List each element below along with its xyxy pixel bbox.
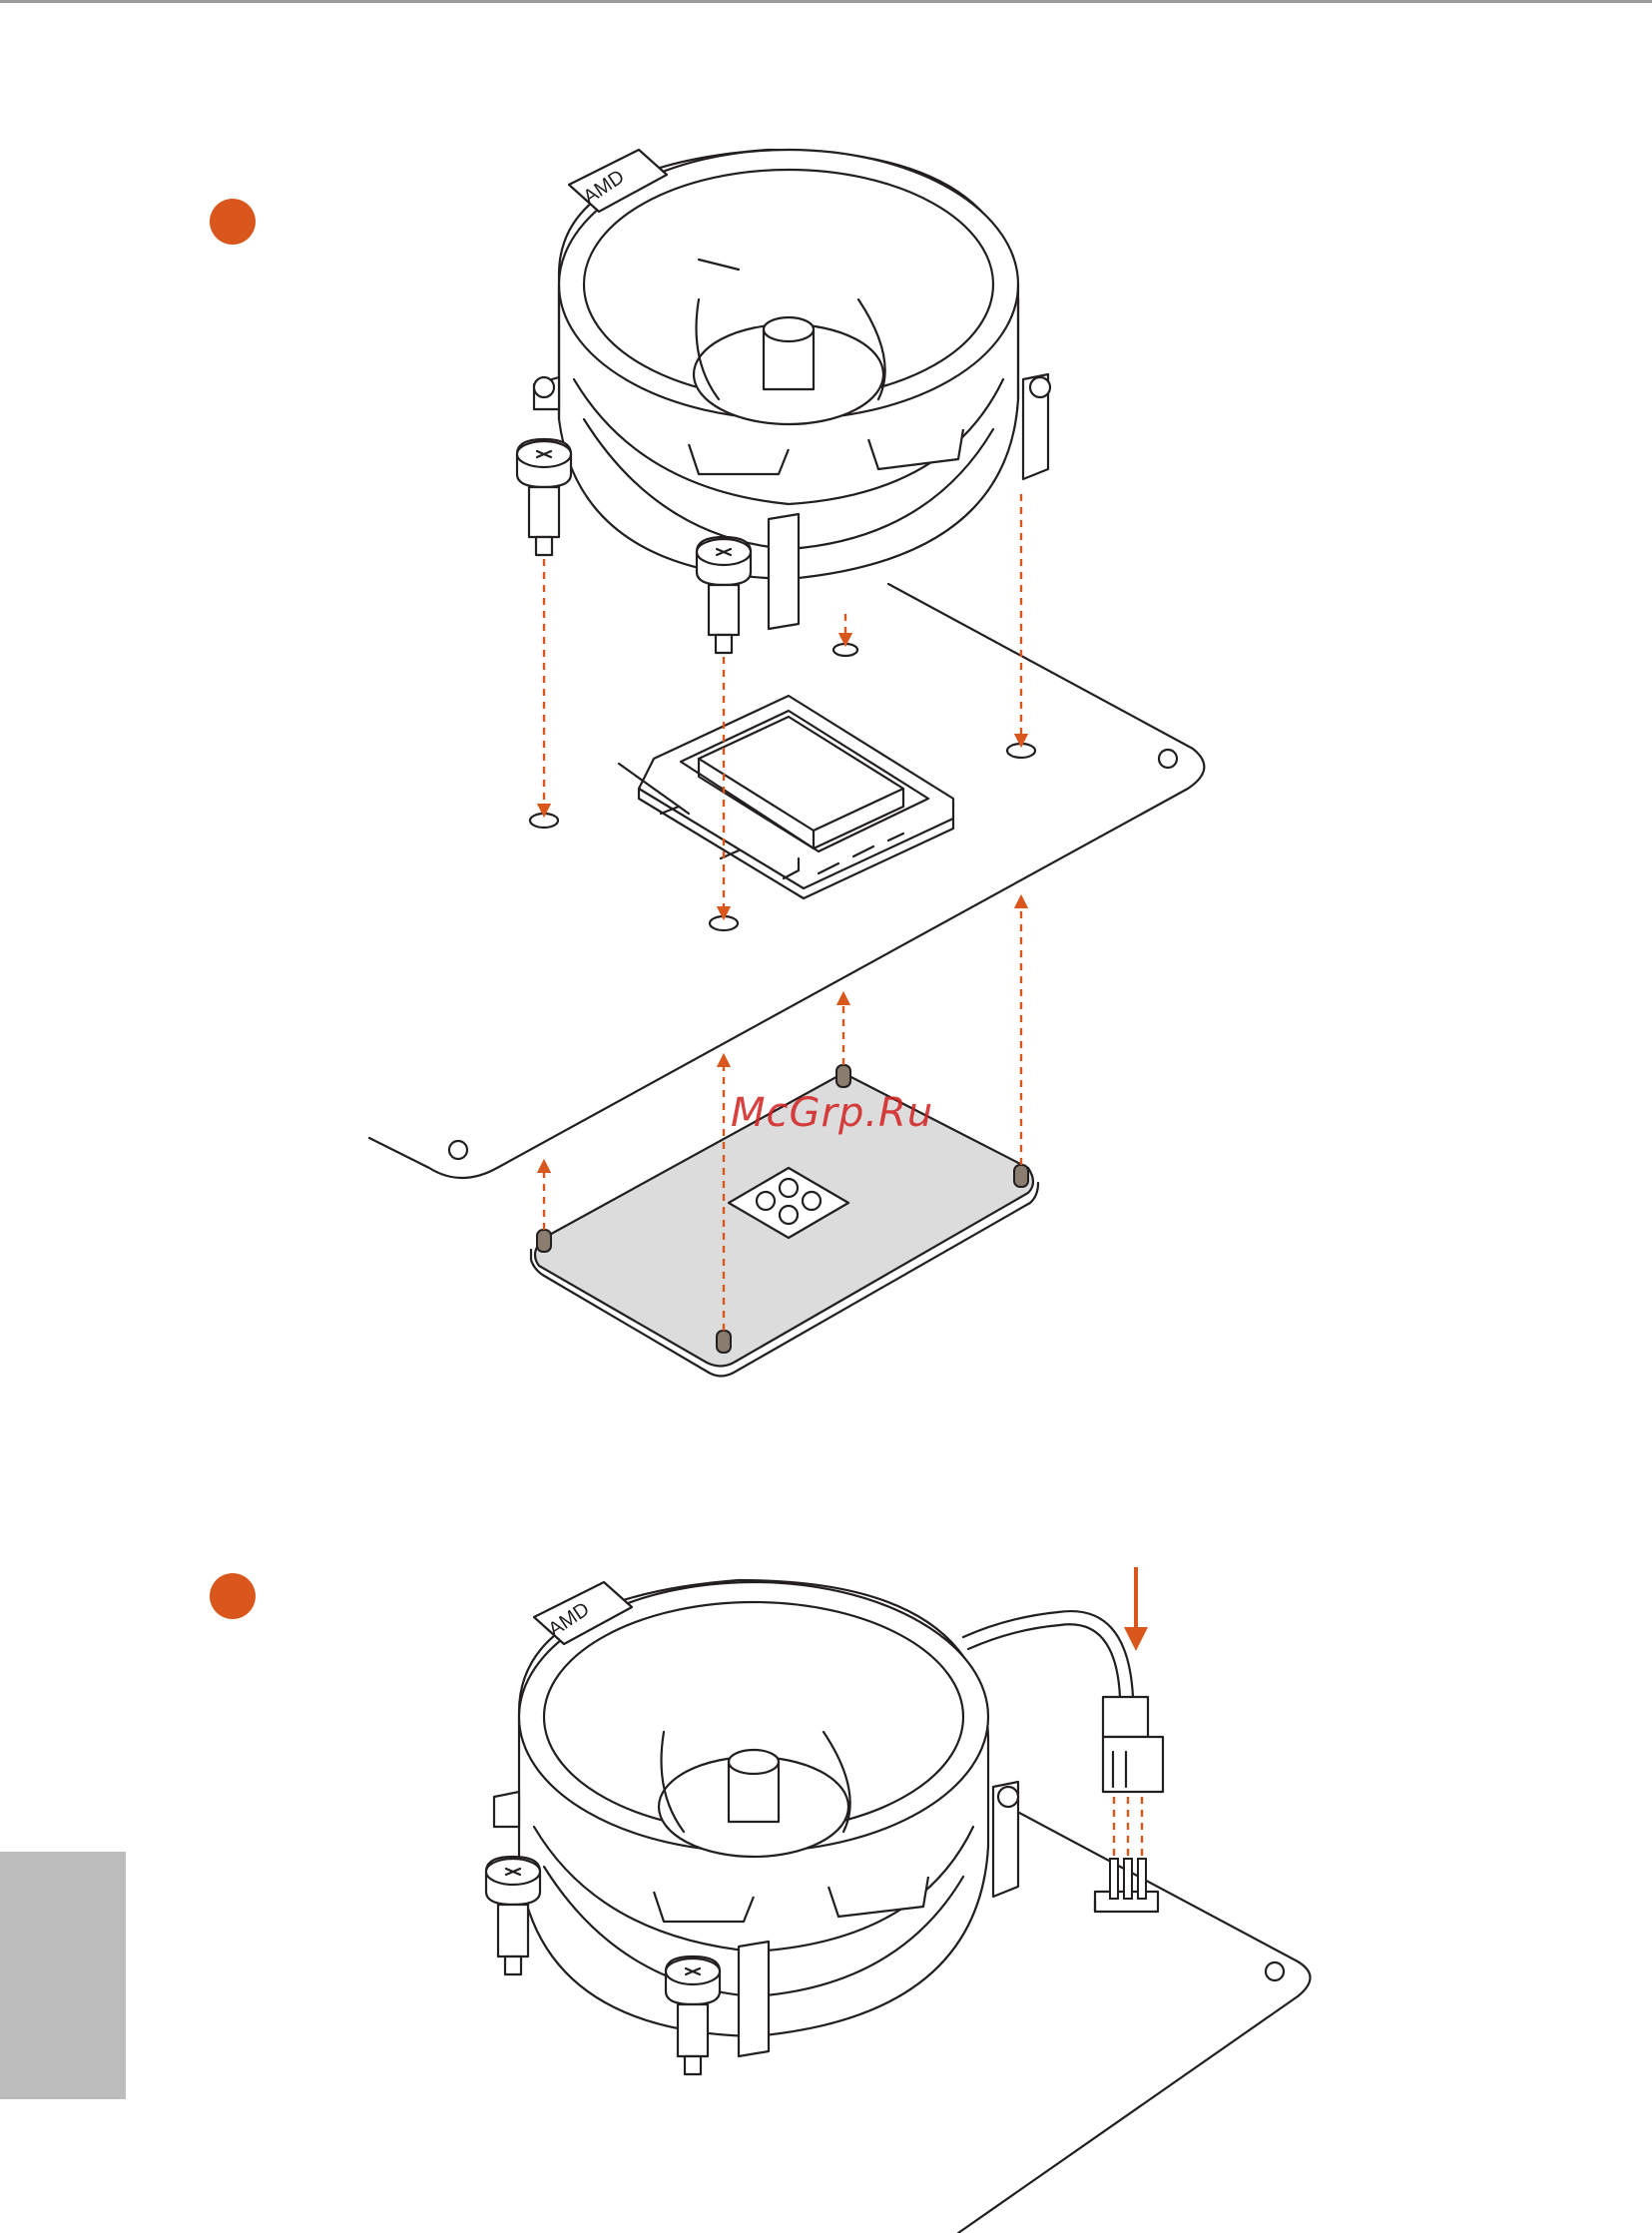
motherboard-outline bbox=[369, 584, 1204, 1178]
cooler-fan-icon: AMD bbox=[534, 150, 1048, 629]
fan-header-icon bbox=[1095, 1859, 1158, 1912]
cooler-fan-icon-2: AMD bbox=[494, 1580, 1018, 2056]
watermark-text: McGrp.Ru bbox=[731, 1090, 933, 1136]
fan-connector-icon bbox=[963, 1611, 1163, 1792]
cpu-socket-icon bbox=[619, 696, 953, 898]
